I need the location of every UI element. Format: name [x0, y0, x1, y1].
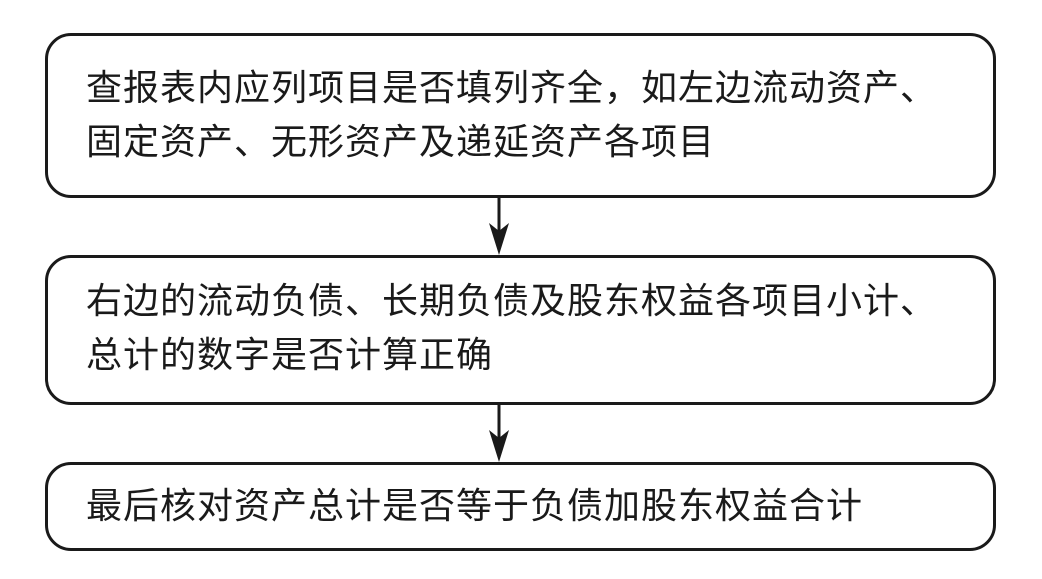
arrow-down-icon [489, 197, 509, 255]
flow-step-2: 右边的流动负债、长期负债及股东权益各项目小计、 总计的数字是否计算正确 [45, 255, 996, 405]
step-2-line-1: 右边的流动负债、长期负债及股东权益各项目小计、 [86, 281, 938, 322]
step-2-line-2: 总计的数字是否计算正确 [86, 335, 494, 376]
step-3-text: 最后核对资产总计是否等于负债加股东权益合计 [86, 480, 973, 534]
step-2-text: 右边的流动负债、长期负债及股东权益各项目小计、 总计的数字是否计算正确 [86, 275, 973, 383]
step-1-line-2: 固定资产、无形资产及递延资产各项目 [86, 122, 716, 163]
flow-step-3: 最后核对资产总计是否等于负债加股东权益合计 [45, 462, 996, 551]
arrow-1-head [489, 223, 509, 255]
arrow-2-head [489, 430, 509, 462]
flow-step-1: 查报表内应列项目是否填列齐全，如左边流动资产、 固定资产、无形资产及递延资产各项… [45, 33, 996, 198]
step-1-text: 查报表内应列项目是否填列齐全，如左边流动资产、 固定资产、无形资产及递延资产各项… [86, 62, 973, 170]
arrow-down-icon [489, 404, 509, 462]
step-3-line-1: 最后核对资产总计是否等于负债加股东权益合计 [86, 486, 864, 527]
step-1-line-1: 查报表内应列项目是否填列齐全，如左边流动资产、 [86, 68, 938, 109]
